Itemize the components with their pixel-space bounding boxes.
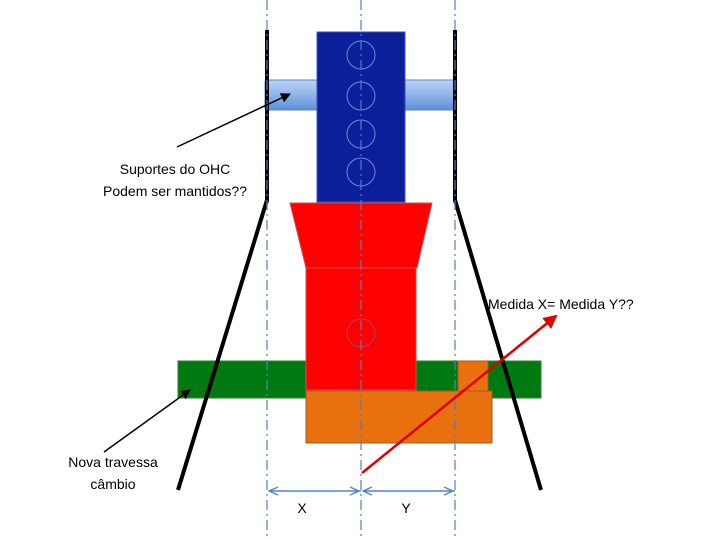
measure-label: Medida X= Medida Y?? — [488, 296, 634, 312]
arrow-icon — [176, 93, 291, 148]
frame-rail-right-lower — [453, 199, 543, 491]
arrow-icon — [103, 389, 191, 453]
measure-arrow-icon — [361, 314, 558, 474]
engine-block — [316, 31, 406, 203]
crossbar-label: Nova travessa câmbio — [38, 451, 188, 495]
crossbar-label-line2: câmbio — [90, 476, 136, 492]
frame-rail-left-lower — [176, 199, 269, 491]
supports-label-line2: Podem ser mantidos?? — [103, 183, 247, 199]
dimension-y-label: Y — [401, 500, 411, 516]
crossbar-label-line1: Nova travessa — [68, 454, 158, 470]
dimension-x-label: X — [297, 500, 307, 516]
supports-label-line1: Suportes do OHC — [119, 161, 231, 177]
supports-label: Suportes do OHC Podem ser mantidos?? — [60, 158, 290, 202]
transmission-mount — [305, 390, 493, 444]
